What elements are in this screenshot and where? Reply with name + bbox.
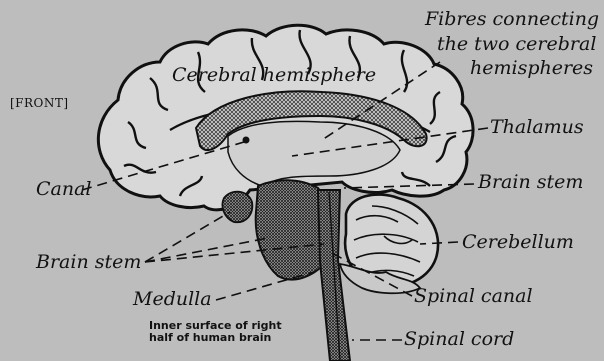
label-fibres-line2: the two cerebral: [437, 35, 596, 54]
label-medulla: Medulla: [133, 290, 212, 309]
label-thalamus: Thalamus: [490, 118, 584, 137]
leader-medulla: [216, 272, 314, 300]
label-spinal-cord: Spinal cord: [404, 330, 514, 349]
caption-line2: half of human brain: [149, 332, 339, 344]
label-cerebral-hemisphere: Cerebral hemisphere: [172, 66, 376, 85]
label-brain-stem-left: Brain stem: [36, 253, 141, 272]
label-cerebellum: Cerebellum: [462, 233, 574, 252]
label-fibres-line3: hemispheres: [470, 59, 593, 78]
leader-brain-stem-left-2: [145, 238, 268, 262]
midbrain-knob-shape: [222, 192, 252, 223]
label-canal: Canal: [36, 180, 92, 199]
label-brain-stem-right: Brain stem: [478, 173, 583, 192]
figure-caption: Inner surface of right half of human bra…: [149, 320, 339, 344]
label-spinal-canal: Spinal canal: [414, 287, 533, 306]
label-front: [FRONT]: [10, 96, 69, 110]
label-fibres-line1: Fibres connecting: [425, 10, 599, 29]
